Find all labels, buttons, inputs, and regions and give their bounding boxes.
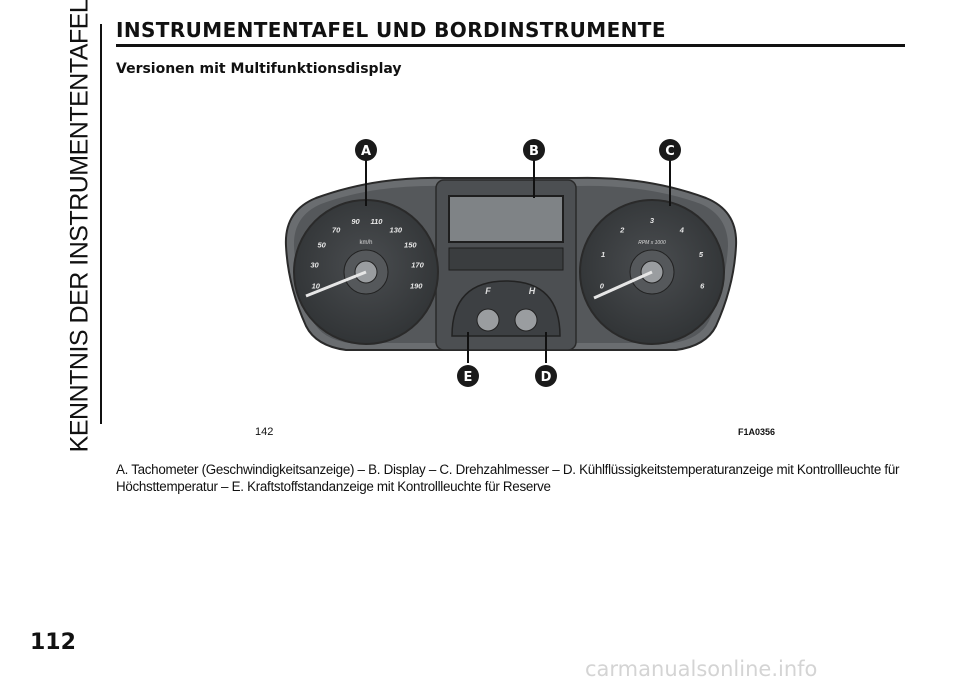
speed-tick-label: 10 bbox=[312, 282, 321, 291]
speed-tick-label: 50 bbox=[318, 241, 327, 250]
speed-unit-label: km/h bbox=[359, 240, 372, 246]
callout-b: B bbox=[523, 139, 545, 161]
rpm-tick-label: 5 bbox=[699, 250, 704, 259]
rpm-tick-label: 0 bbox=[600, 282, 605, 291]
figure-caption: A. Tachometer (Geschwindigkeitsanzeige) … bbox=[116, 462, 900, 494]
figure-code: F1A0356 bbox=[738, 427, 776, 437]
callout-e: E bbox=[457, 365, 479, 387]
section-tab-label: KENNTNIS DER INSTRUMENTENTAFEL bbox=[65, 0, 94, 453]
svg-text:D: D bbox=[541, 370, 552, 385]
speed-tick-label: 110 bbox=[371, 217, 384, 226]
rpm-tick-label: 4 bbox=[679, 225, 685, 234]
svg-text:E: E bbox=[464, 370, 473, 385]
rpm-tick-label: 3 bbox=[650, 216, 655, 225]
svg-text:B: B bbox=[529, 144, 539, 159]
display-screen bbox=[448, 195, 564, 243]
figure-number: 142 bbox=[255, 426, 274, 438]
rpm-tick-label: 6 bbox=[700, 282, 705, 291]
speed-tick-label: 130 bbox=[390, 225, 403, 234]
page-title: INSTRUMENTENTAFEL UND BORDINSTRUMENTE bbox=[116, 18, 905, 47]
speed-tick-label: 90 bbox=[351, 217, 360, 226]
tachometer-ticks: 0 1 2 3 4 5 6 bbox=[600, 216, 705, 291]
temp-gauge-label: H bbox=[529, 286, 536, 296]
callout-a: A bbox=[355, 139, 377, 161]
speed-tick-label: 190 bbox=[410, 282, 423, 291]
page-subtitle: Versionen mit Multifunktionsdisplay bbox=[116, 61, 402, 77]
rpm-tick-label: 2 bbox=[619, 225, 625, 234]
speed-tick-label: 30 bbox=[310, 261, 319, 270]
svg-text:C: C bbox=[665, 144, 675, 159]
callout-d: D bbox=[535, 365, 557, 387]
callout-c: C bbox=[659, 139, 681, 161]
side-tab bbox=[60, 24, 102, 424]
rpm-unit-label: RPM x 1000 bbox=[638, 240, 666, 246]
speed-tick-label: 70 bbox=[332, 225, 341, 234]
watermark: carmanualsonline.info bbox=[585, 657, 818, 681]
rpm-tick-label: 1 bbox=[601, 250, 605, 259]
fuel-gauge-label: F bbox=[485, 286, 491, 296]
speed-tick-label: 170 bbox=[411, 261, 424, 270]
svg-text:A: A bbox=[361, 144, 371, 159]
speed-tick-label: 150 bbox=[404, 241, 417, 250]
page-number: 112 bbox=[30, 630, 76, 655]
